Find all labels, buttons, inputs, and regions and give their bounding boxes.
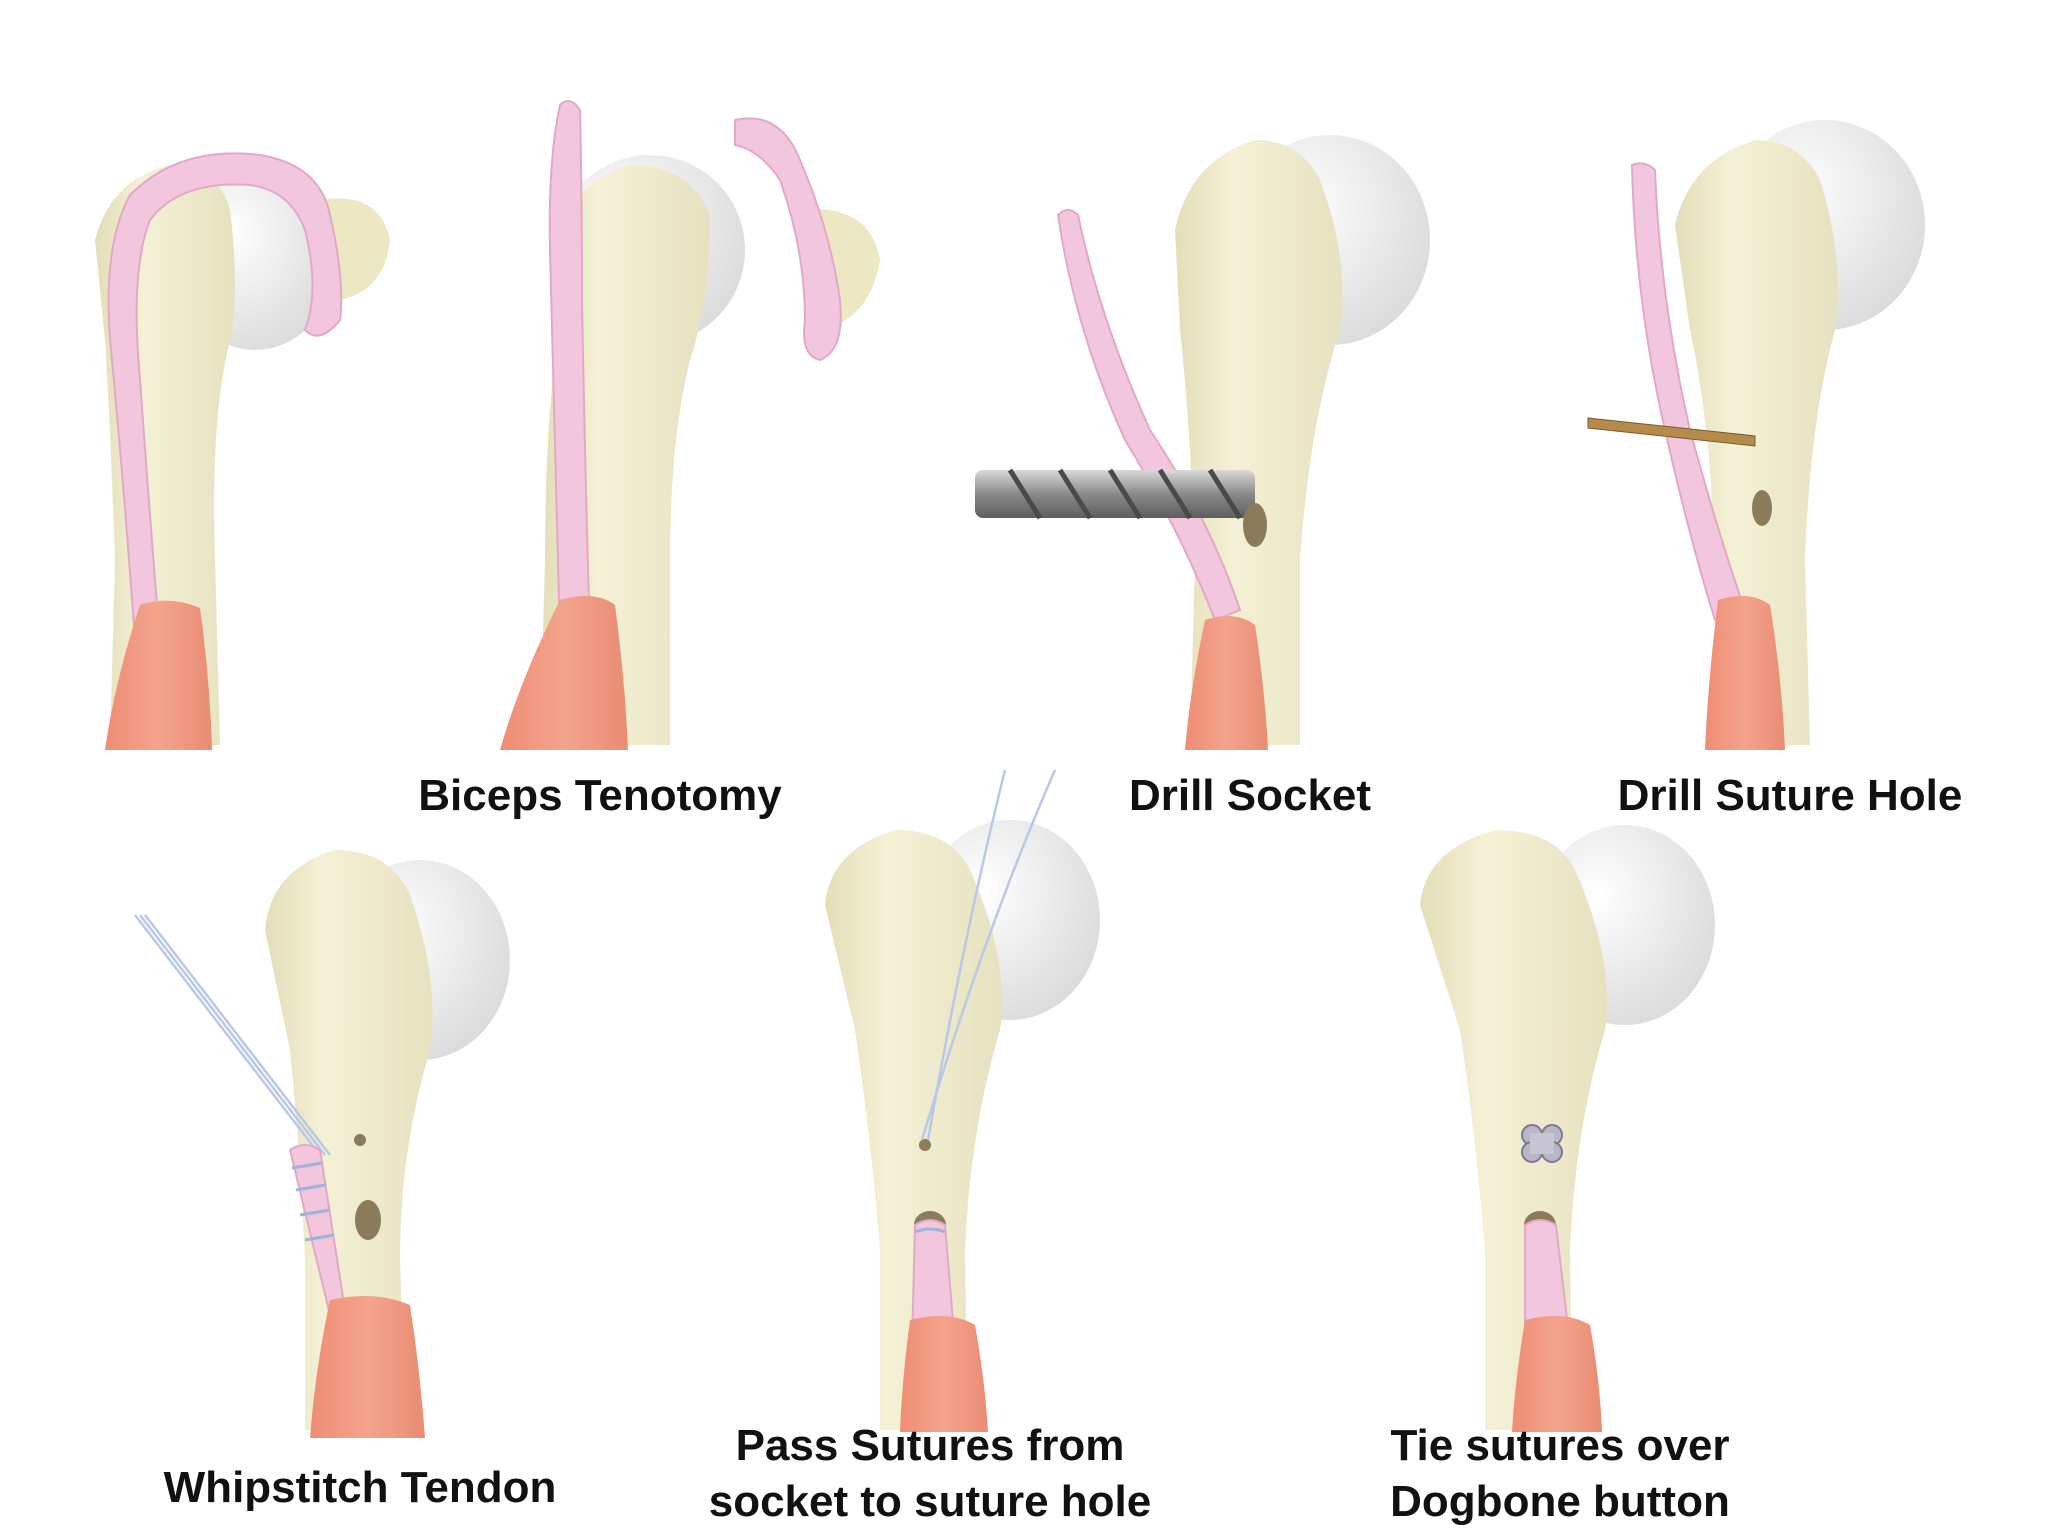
drill-flutes — [1007, 468, 1243, 520]
cut-tendon-loop — [734, 117, 842, 362]
cut-tendon-stump — [548, 100, 592, 641]
caption-whipstitch-tendon: Whipstitch Tendon — [130, 1460, 590, 1516]
caption-line: Drill Socket — [1128, 771, 1372, 820]
panel-drill-socket — [975, 135, 1430, 750]
biceps-muscle — [500, 596, 628, 750]
caption-line-1: Tie sutures over — [1390, 1421, 1730, 1470]
biceps-muscle — [310, 1296, 425, 1438]
biceps-muscle — [1185, 616, 1268, 750]
caption-line: Biceps Tenotomy — [418, 771, 782, 820]
panel-pass-sutures — [825, 769, 1100, 1432]
caption-line-1: Pass Sutures from — [735, 1421, 1125, 1470]
caption-line: Whipstitch Tendon — [163, 1463, 557, 1512]
dogbone-button — [1521, 1124, 1563, 1163]
socket-hole — [1752, 490, 1772, 526]
suture-hole — [919, 1139, 931, 1151]
panel-drill-suture-hole — [1587, 120, 1925, 750]
caption-drill-socket: Drill Socket — [1080, 768, 1420, 824]
whipstitch-wraps — [291, 1161, 335, 1242]
biceps-tendon — [107, 152, 343, 641]
socket-hole — [355, 1200, 381, 1240]
caption-line-2: Dogbone button — [1390, 1477, 1730, 1526]
biceps-muscle — [1705, 596, 1785, 750]
sutures — [920, 769, 1057, 1141]
caption-line: Drill Suture Hole — [1617, 771, 1963, 820]
panel-whipstitch-tendon — [134, 850, 510, 1438]
caption-biceps-tenotomy: Biceps Tenotomy — [380, 768, 820, 824]
caption-tie-sutures: Tie sutures over Dogbone button — [1330, 1418, 1790, 1530]
caption-line-2: socket to suture hole — [708, 1477, 1152, 1526]
biceps-muscle — [1512, 1316, 1602, 1432]
caption-drill-suture-hole: Drill Suture Hole — [1570, 768, 2010, 824]
socket-hole — [1243, 503, 1267, 547]
biceps-muscle — [900, 1316, 988, 1432]
biceps-muscle — [105, 600, 212, 750]
humerus-bone — [265, 850, 433, 1430]
caption-pass-sutures: Pass Sutures from socket to suture hole — [660, 1418, 1200, 1530]
panel-biceps-tenotomy — [500, 100, 880, 750]
suture-hole — [354, 1134, 366, 1146]
drill-bit-small — [1587, 417, 1756, 447]
panel-intact-biceps — [95, 152, 390, 750]
biceps-tendon — [1630, 162, 1747, 622]
panel-tie-sutures — [1420, 825, 1715, 1432]
suture-loop — [914, 1227, 946, 1234]
sutures — [134, 914, 331, 1156]
